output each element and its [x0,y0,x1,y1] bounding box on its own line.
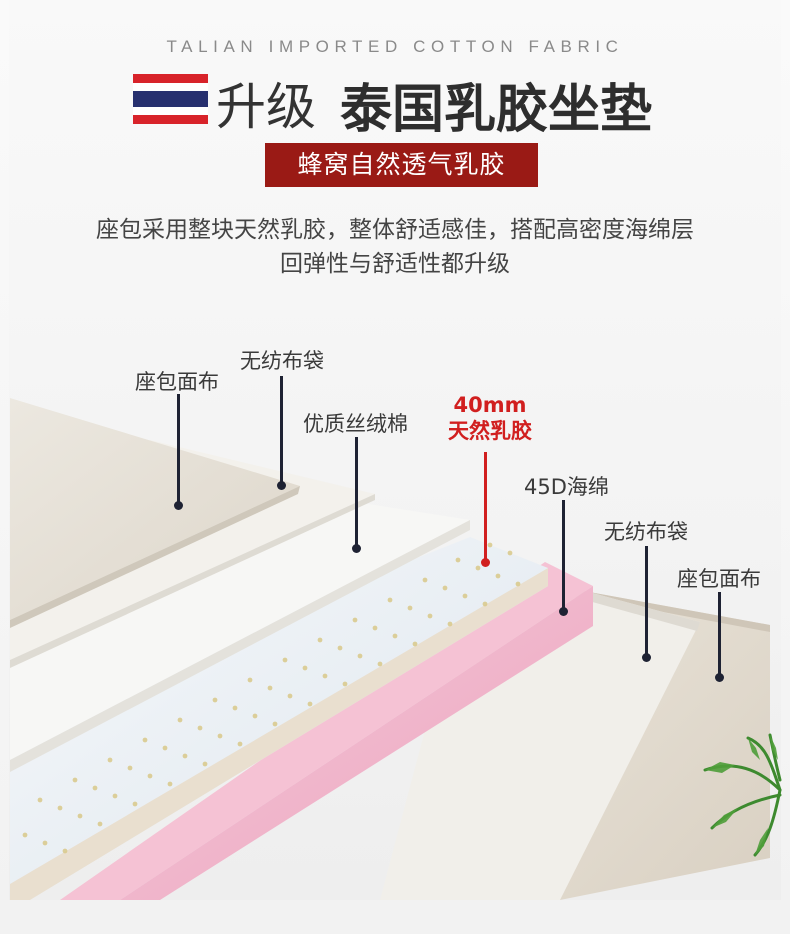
marker-foam [559,607,568,616]
marker-bottom-cover [715,673,724,682]
top-cover-layer [10,398,300,628]
marker-bottom-nonwoven [642,653,651,662]
leader-bottom-cover [718,592,721,676]
title-prefix: 升级 [216,78,316,136]
marker-top-cover [174,501,183,510]
silk-cotton-layer [10,498,470,772]
description-line-1: 座包采用整块天然乳胶，整体舒适感佳，搭配高密度海绵层 [96,217,694,243]
page-title: 泰国乳胶坐垫 [340,80,653,140]
foam-layer [60,562,593,900]
english-subtitle: TALIAN IMPORTED COTTON FABRIC [166,37,624,56]
marker-latex [481,558,490,567]
marker-top-nonwoven [277,481,286,490]
leader-top-nonwoven [280,376,283,482]
palm-leaf-fronds [705,735,778,855]
leader-latex [484,452,487,559]
thailand-flag-icon [133,74,208,124]
description-line-2: 回弹性与舒适性都升级 [280,251,510,277]
leader-top-cover [177,394,180,502]
leader-bottom-nonwoven [645,546,648,656]
label-top-nonwoven: 无纺布袋 [240,349,324,373]
label-bottom-nonwoven: 无纺布袋 [604,520,688,544]
feature-badge: 蜂窝自然透气乳胶 [265,143,538,187]
label-foam: 45D海绵 [524,475,609,499]
label-top-cover: 座包面布 [135,370,219,394]
label-silk-cotton: 优质丝绒棉 [303,412,408,436]
label-latex-thickness: 40mm [453,393,527,417]
label-bottom-cover: 座包面布 [677,567,761,591]
leader-silk-cotton [355,437,358,545]
leader-foam [562,500,565,610]
marker-silk-cotton [352,544,361,553]
latex-layer [10,537,548,900]
latex-holes [22,542,521,854]
label-latex: 天然乳胶 [448,419,532,443]
